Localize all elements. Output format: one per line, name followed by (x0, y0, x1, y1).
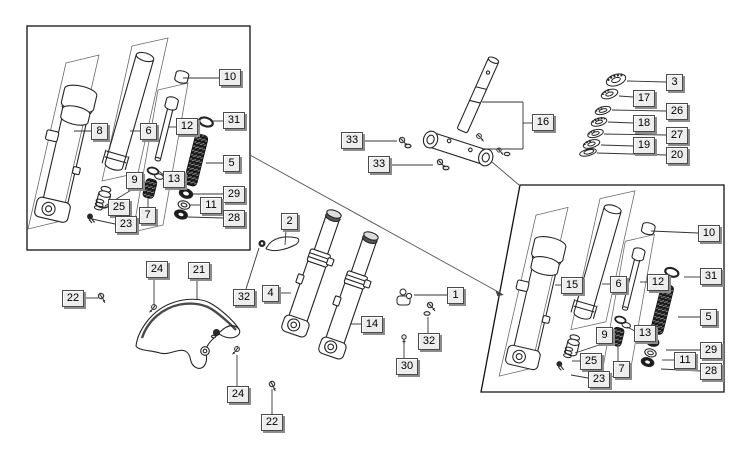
callout-lb-11: 11 (200, 197, 222, 214)
callout-rb-28: 28 (700, 363, 722, 380)
callout-mid-16: 16 (532, 114, 554, 131)
callout-mid-1: 1 (447, 287, 464, 304)
leader-rb-28 (660, 368, 701, 372)
callout-fnd-21: 21 (188, 262, 210, 279)
callout-lb-28: 28 (223, 210, 245, 227)
left-detail-box (26, 25, 251, 251)
leader-lb-28 (187, 216, 224, 219)
callout-mid-2: 2 (281, 213, 298, 230)
callout-rb-13: 13 (634, 325, 656, 342)
leader-brg-3 (626, 80, 667, 83)
callout-brg-19: 19 (633, 137, 655, 154)
right-detail-box (480, 184, 725, 393)
callout-brg-26: 26 (666, 103, 688, 120)
callout-mid-33a: 33 (341, 132, 363, 149)
leader-lb-23 (91, 218, 116, 225)
callout-rb-10: 10 (698, 225, 720, 242)
callout-lb-10: 10 (219, 69, 241, 86)
callout-mid-30: 30 (396, 358, 418, 375)
leader-lines (74, 77, 701, 414)
callout-brg-18: 18 (633, 115, 655, 132)
callout-rb-29: 29 (700, 342, 722, 359)
callout-lb-29: 29 (223, 186, 245, 203)
callout-lb-9: 9 (126, 172, 143, 189)
callout-16-bracket (482, 101, 524, 150)
callout-brg-20: 20 (666, 147, 688, 164)
leader-rb-9 (574, 343, 603, 354)
front-fender (135, 298, 241, 369)
relation-lines (249, 154, 520, 295)
callout-rb-23: 23 (588, 371, 610, 388)
drain-bolt (401, 334, 407, 344)
callout-lb-8: 8 (91, 123, 108, 140)
callout-fnd-24b: 24 (227, 386, 249, 403)
leader-mid-2 (284, 229, 287, 246)
callout-rb-6: 6 (610, 276, 627, 293)
leader-brg-19 (600, 144, 634, 147)
callout-lb-5: 5 (223, 155, 240, 172)
callout-brg-17: 17 (633, 90, 655, 107)
callout-rb-11: 11 (674, 352, 696, 369)
callout-mid-32: 32 (418, 333, 440, 350)
callout-lb-12: 12 (176, 118, 198, 135)
arrow-head (495, 290, 504, 296)
hose-guide-bracket (258, 236, 300, 252)
leader-brg-17 (618, 95, 634, 98)
leader-fnd-32 (245, 247, 260, 290)
callout-rb-5: 5 (700, 309, 717, 326)
callout-fnd-22a: 22 (62, 290, 84, 307)
steering-stem-assembly (398, 56, 524, 171)
callout-brg-3: 3 (666, 74, 683, 91)
callout-rb-25: 25 (580, 353, 602, 370)
callout-lb-6: 6 (140, 123, 157, 140)
leader-rb-23 (570, 374, 589, 379)
callout-fnd-22b: 22 (261, 414, 283, 431)
callout-rb-31: 31 (700, 268, 722, 285)
callout-fnd-32: 32 (233, 289, 255, 306)
axle-clamp-part (396, 288, 413, 306)
leader-brg-26 (611, 109, 667, 112)
callout-rb-12: 12 (647, 274, 669, 291)
callout-rb-9: 9 (596, 327, 613, 344)
callout-fnd-24a: 24 (146, 261, 168, 278)
callout-lb-31: 31 (223, 112, 245, 129)
callout-rb-15: 15 (561, 277, 583, 294)
callout-rb-7: 7 (613, 361, 630, 378)
callout-lb-13: 13 (163, 171, 185, 188)
callout-mid-4: 4 (262, 285, 279, 302)
callout-lb-7: 7 (139, 207, 156, 224)
callout-lb-25: 25 (108, 199, 130, 216)
leader-brg-27 (603, 133, 667, 136)
leader-rb-10 (650, 230, 699, 234)
callout-brg-27: 27 (666, 127, 688, 144)
bearing-stack (579, 73, 627, 157)
leader-brg-18 (607, 121, 634, 124)
callout-mid-33b: 33 (368, 156, 390, 173)
callout-lb-23: 23 (115, 216, 137, 233)
leader-brg-20 (596, 152, 667, 156)
callout-mid-14: 14 (361, 316, 383, 333)
